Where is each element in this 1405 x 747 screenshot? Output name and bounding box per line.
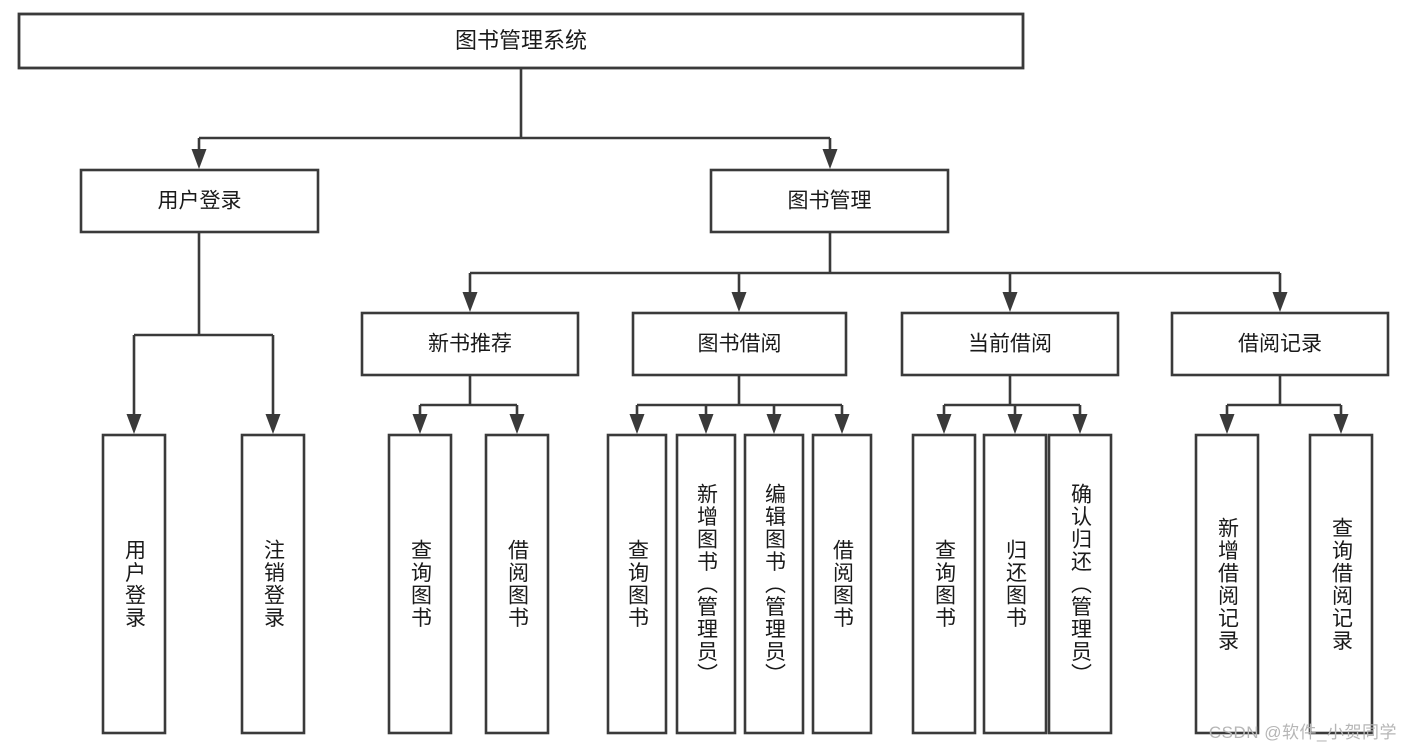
node-borrow-record[interactable]: 借阅记录 bbox=[1170, 311, 1390, 377]
node-leaf-borrow-book[interactable] bbox=[811, 433, 873, 735]
node-leaf-return-book[interactable] bbox=[982, 433, 1048, 735]
node-box-leaf-query-book-borrow[interactable] bbox=[606, 433, 668, 735]
node-box-leaf-user-logout[interactable] bbox=[240, 433, 306, 735]
node-leaf-borrow-book-rec[interactable] bbox=[484, 433, 550, 735]
watermark-text: CSDN @软件_小贺同学 bbox=[1208, 723, 1397, 742]
connector-arrowhead bbox=[1219, 414, 1235, 434]
node-current-borrow[interactable]: 当前借阅 bbox=[900, 311, 1120, 377]
node-box-leaf-query-borrow-record[interactable] bbox=[1308, 433, 1374, 735]
node-label-new-book-rec: 新书推荐 bbox=[428, 333, 512, 356]
node-user-login[interactable]: 用户登录 bbox=[79, 168, 320, 234]
connector-new-book-rec-to-leaves bbox=[412, 375, 525, 434]
connector-arrowhead bbox=[1072, 414, 1088, 434]
connector-arrowhead bbox=[265, 414, 281, 434]
node-label-user-login: 用户登录 bbox=[158, 190, 242, 213]
connector-root-to-level2 bbox=[191, 68, 838, 169]
connector-arrowhead bbox=[1272, 292, 1288, 312]
node-new-book-rec[interactable]: 新书推荐 bbox=[360, 311, 580, 377]
node-leaf-user-logout[interactable] bbox=[240, 433, 306, 735]
node-box-root[interactable] bbox=[17, 12, 1025, 70]
connector-arrowhead bbox=[936, 414, 952, 434]
connector-user-login-to-leaves bbox=[126, 232, 281, 434]
node-box-book-manage[interactable] bbox=[709, 168, 950, 234]
node-leaf-user-login[interactable] bbox=[101, 433, 167, 735]
connector-book-manage-to-level3 bbox=[462, 232, 1288, 312]
node-box-leaf-add-borrow-record[interactable] bbox=[1194, 433, 1260, 735]
connector-arrowhead bbox=[822, 149, 838, 169]
node-label-borrow-record: 借阅记录 bbox=[1238, 333, 1322, 356]
connector-book-borrow-to-leaves bbox=[629, 375, 850, 434]
node-label-book-borrow: 图书借阅 bbox=[698, 333, 782, 356]
node-leaf-edit-book-admin[interactable] bbox=[743, 433, 805, 735]
connector-arrowhead bbox=[834, 414, 850, 434]
node-box-leaf-add-book-admin[interactable] bbox=[675, 433, 737, 735]
node-box-book-borrow[interactable] bbox=[631, 311, 848, 377]
connector-current-borrow-to-leaves bbox=[936, 375, 1088, 434]
node-box-leaf-return-book[interactable] bbox=[982, 433, 1048, 735]
connector-arrowhead bbox=[126, 414, 142, 434]
node-book-borrow[interactable]: 图书借阅 bbox=[631, 311, 848, 377]
node-box-leaf-borrow-book[interactable] bbox=[811, 433, 873, 735]
node-label-book-manage: 图书管理 bbox=[788, 190, 872, 213]
node-book-manage[interactable]: 图书管理 bbox=[709, 168, 950, 234]
connector-arrowhead bbox=[731, 292, 747, 312]
connector-arrowhead bbox=[462, 292, 478, 312]
node-box-leaf-query-book-rec[interactable] bbox=[387, 433, 453, 735]
connectors-layer bbox=[126, 68, 1349, 434]
connector-arrowhead bbox=[509, 414, 525, 434]
node-box-leaf-edit-book-admin[interactable] bbox=[743, 433, 805, 735]
node-box-leaf-query-book-current[interactable] bbox=[911, 433, 977, 735]
node-leaf-add-book-admin[interactable] bbox=[675, 433, 737, 735]
connector-arrowhead bbox=[629, 414, 645, 434]
node-box-new-book-rec[interactable] bbox=[360, 311, 580, 377]
connector-arrowhead bbox=[191, 149, 207, 169]
node-leaf-query-book-borrow[interactable] bbox=[606, 433, 668, 735]
node-box-leaf-borrow-book-rec[interactable] bbox=[484, 433, 550, 735]
node-label-current-borrow: 当前借阅 bbox=[968, 333, 1052, 356]
node-leaf-add-borrow-record[interactable] bbox=[1194, 433, 1260, 735]
connector-arrowhead bbox=[412, 414, 428, 434]
node-box-leaf-user-login[interactable] bbox=[101, 433, 167, 735]
node-box-user-login[interactable] bbox=[79, 168, 320, 234]
node-box-current-borrow[interactable] bbox=[900, 311, 1120, 377]
node-leaf-query-borrow-record[interactable] bbox=[1308, 433, 1374, 735]
connector-borrow-record-to-leaves bbox=[1219, 375, 1349, 434]
node-leaf-confirm-return-admin[interactable] bbox=[1047, 433, 1113, 735]
connector-arrowhead bbox=[698, 414, 714, 434]
node-root[interactable]: 图书管理系统 bbox=[17, 12, 1025, 70]
connector-arrowhead bbox=[1002, 292, 1018, 312]
node-leaf-query-book-current[interactable] bbox=[911, 433, 977, 735]
connector-arrowhead bbox=[1007, 414, 1023, 434]
connector-arrowhead bbox=[1333, 414, 1349, 434]
node-box-leaf-confirm-return-admin[interactable] bbox=[1047, 433, 1113, 735]
node-box-borrow-record[interactable] bbox=[1170, 311, 1390, 377]
node-label-root: 图书管理系统 bbox=[455, 28, 587, 53]
node-leaf-query-book-rec[interactable] bbox=[387, 433, 453, 735]
connector-arrowhead bbox=[766, 414, 782, 434]
